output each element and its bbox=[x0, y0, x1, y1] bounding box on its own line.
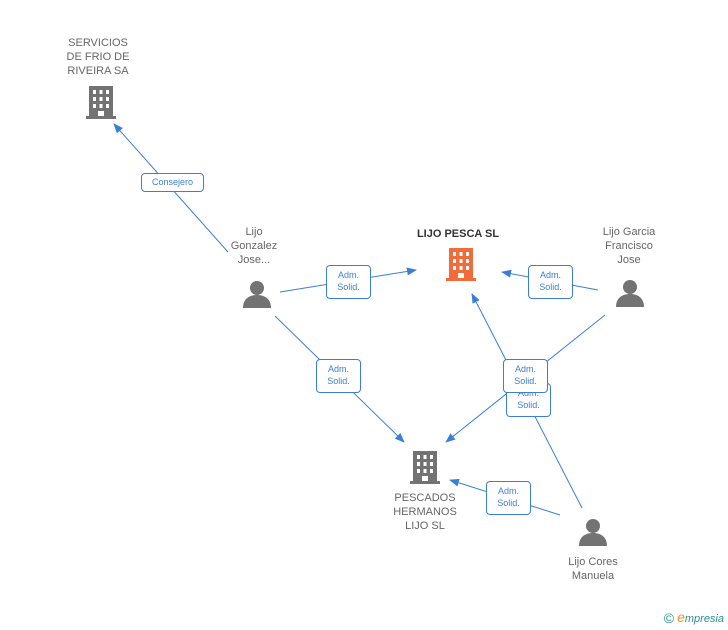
edge-label-line: Adm. bbox=[539, 270, 561, 280]
edge-label-line: Adm. bbox=[514, 364, 536, 374]
edge-label-line: Consejero bbox=[151, 177, 194, 187]
edge-label-adm-solid[interactable]: Adm. Solid. bbox=[503, 359, 548, 393]
edge-label-line: Adm. bbox=[327, 364, 349, 374]
building-icon[interactable] bbox=[410, 451, 440, 484]
node-label-line: Gonzalez bbox=[230, 240, 278, 252]
node-label-line: HERMANOS bbox=[393, 506, 457, 518]
brand-logo: ©empresia bbox=[664, 609, 724, 626]
building-icon[interactable] bbox=[86, 86, 116, 119]
node-label-line: RIVEIRA SA bbox=[67, 65, 129, 77]
edge-label-adm-solid[interactable]: Adm. Solid. bbox=[486, 481, 531, 515]
node-label-line: Lijo Cores bbox=[568, 556, 618, 568]
person-icon[interactable] bbox=[243, 281, 271, 308]
edge-label-line: Solid. bbox=[539, 282, 562, 292]
building-icon[interactable] bbox=[446, 248, 476, 281]
edge-label-line: Adm. bbox=[337, 270, 359, 280]
node-label-line: LIJO PESCA SL bbox=[416, 228, 500, 240]
node-label-line: Lijo bbox=[245, 226, 263, 238]
edge-label-line: Solid. bbox=[337, 282, 360, 292]
node-label-line: Jose bbox=[617, 254, 641, 266]
node-label-line: Manuela bbox=[571, 570, 615, 582]
node-label-line: Francisco bbox=[605, 240, 653, 252]
edge-label-line: Adm. bbox=[517, 388, 539, 398]
brand-name: mpresia bbox=[684, 613, 724, 625]
node-label-line: Jose... bbox=[237, 254, 271, 266]
edge-label-line: Solid. bbox=[517, 400, 540, 410]
node-label-line: LIJO SL bbox=[405, 520, 445, 532]
edge-label-line: Adm. bbox=[497, 486, 519, 496]
brand-initial: e bbox=[677, 609, 685, 625]
node-label-lijo-pesca[interactable]: LIJO PESCA SL bbox=[398, 227, 518, 241]
edge-label-line: Solid. bbox=[497, 498, 520, 508]
node-label-line: SERVICIOS bbox=[68, 37, 128, 49]
node-label-servicios[interactable]: SERVICIOS DE FRIO DE RIVEIRA SA bbox=[48, 36, 148, 78]
edge-label-line: Solid. bbox=[514, 376, 537, 386]
edge-label-line: Solid. bbox=[327, 376, 350, 386]
edge-label-consejero[interactable]: Consejero bbox=[141, 173, 204, 192]
person-icon[interactable] bbox=[616, 280, 644, 307]
copyright-icon: © bbox=[663, 610, 675, 626]
edge-label-adm-solid[interactable]: Adm. Solid. bbox=[528, 265, 573, 299]
node-label-line: Lijo Garcia bbox=[602, 226, 656, 238]
edge-label-adm-solid[interactable]: Adm. Solid. bbox=[326, 265, 371, 299]
node-label-pescados[interactable]: PESCADOS HERMANOS LIJO SL bbox=[375, 491, 475, 533]
node-label-lijo-gonzalez[interactable]: Lijo Gonzalez Jose... bbox=[214, 225, 294, 267]
person-icon[interactable] bbox=[579, 519, 607, 546]
node-label-line: DE FRIO DE bbox=[66, 51, 130, 63]
edge-label-adm-solid[interactable]: Adm. Solid. bbox=[316, 359, 361, 393]
node-label-lijo-garcia[interactable]: Lijo Garcia Francisco Jose bbox=[584, 225, 674, 267]
node-label-line: PESCADOS bbox=[394, 492, 456, 504]
node-label-lijo-cores[interactable]: Lijo Cores Manuela bbox=[548, 555, 638, 583]
